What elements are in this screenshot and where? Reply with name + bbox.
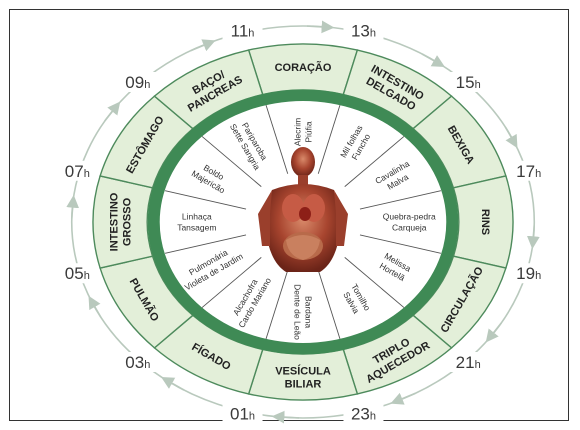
- hour-unit: h: [248, 28, 254, 40]
- herb-name: Quebra-pedra: [383, 212, 436, 222]
- clock-direction-arrow: [422, 54, 442, 65]
- hour-number: 21: [456, 353, 475, 372]
- clock-direction-arrow: [72, 198, 74, 218]
- herb-name: Tansagem: [177, 223, 216, 233]
- hour-number: 09: [125, 73, 144, 92]
- organ-name: VESÍCULA: [275, 365, 331, 378]
- clock-direction-arrow: [505, 127, 516, 145]
- hour-unit: h: [370, 28, 376, 40]
- herb-name: Piúfia: [304, 121, 314, 143]
- hour-number: 05: [65, 264, 84, 283]
- organ-name: GROSSO: [122, 197, 134, 246]
- organ-label: RINS: [479, 209, 491, 235]
- herb-name: Dente de Leão: [293, 284, 303, 340]
- clock-direction-arrow: [191, 42, 213, 51]
- hour-number: 07: [65, 162, 84, 181]
- hour-number: 01: [230, 404, 249, 423]
- clock-direction-arrow: [90, 299, 101, 317]
- hour-unit: h: [84, 270, 90, 282]
- organ-label: CORAÇÃO: [275, 61, 332, 74]
- hour-number: 13: [351, 22, 370, 41]
- hour-number: 19: [516, 264, 535, 283]
- clock-direction-arrow: [488, 323, 502, 340]
- herb-name: Bardana: [304, 296, 314, 328]
- clock-direction-arrow: [393, 393, 415, 402]
- clock-direction-arrow: [164, 379, 184, 390]
- organ-name: RINS: [479, 209, 491, 235]
- hour-unit: h: [84, 168, 90, 180]
- hour-unit: h: [535, 270, 541, 282]
- hour-number: 11: [231, 22, 249, 41]
- hour-number: 03: [125, 353, 144, 372]
- hour-unit: h: [535, 168, 541, 180]
- hour-number: 17: [516, 162, 535, 181]
- clock-direction-arrow: [105, 104, 119, 121]
- herb-name: Carqueja: [392, 223, 427, 233]
- organ-name: BILIAR: [285, 379, 322, 391]
- hour-unit: h: [144, 359, 150, 371]
- hour-number: 15: [456, 73, 475, 92]
- hour-unit: h: [475, 359, 481, 371]
- herb-name: Alecrim: [293, 118, 303, 146]
- hour-unit: h: [144, 79, 150, 91]
- hour-unit: h: [475, 79, 481, 91]
- hour-unit: h: [249, 410, 255, 422]
- hour-unit: h: [370, 410, 376, 422]
- organ-name: CORAÇÃO: [275, 61, 332, 74]
- hour-number: 23: [351, 404, 370, 423]
- herb-name: Linhaça: [182, 212, 212, 222]
- clock-direction-arrow: [307, 26, 331, 27]
- organ-name: INTESTINO: [109, 192, 121, 251]
- clock-direction-arrow: [533, 225, 535, 245]
- clock-direction-arrow: [275, 417, 299, 418]
